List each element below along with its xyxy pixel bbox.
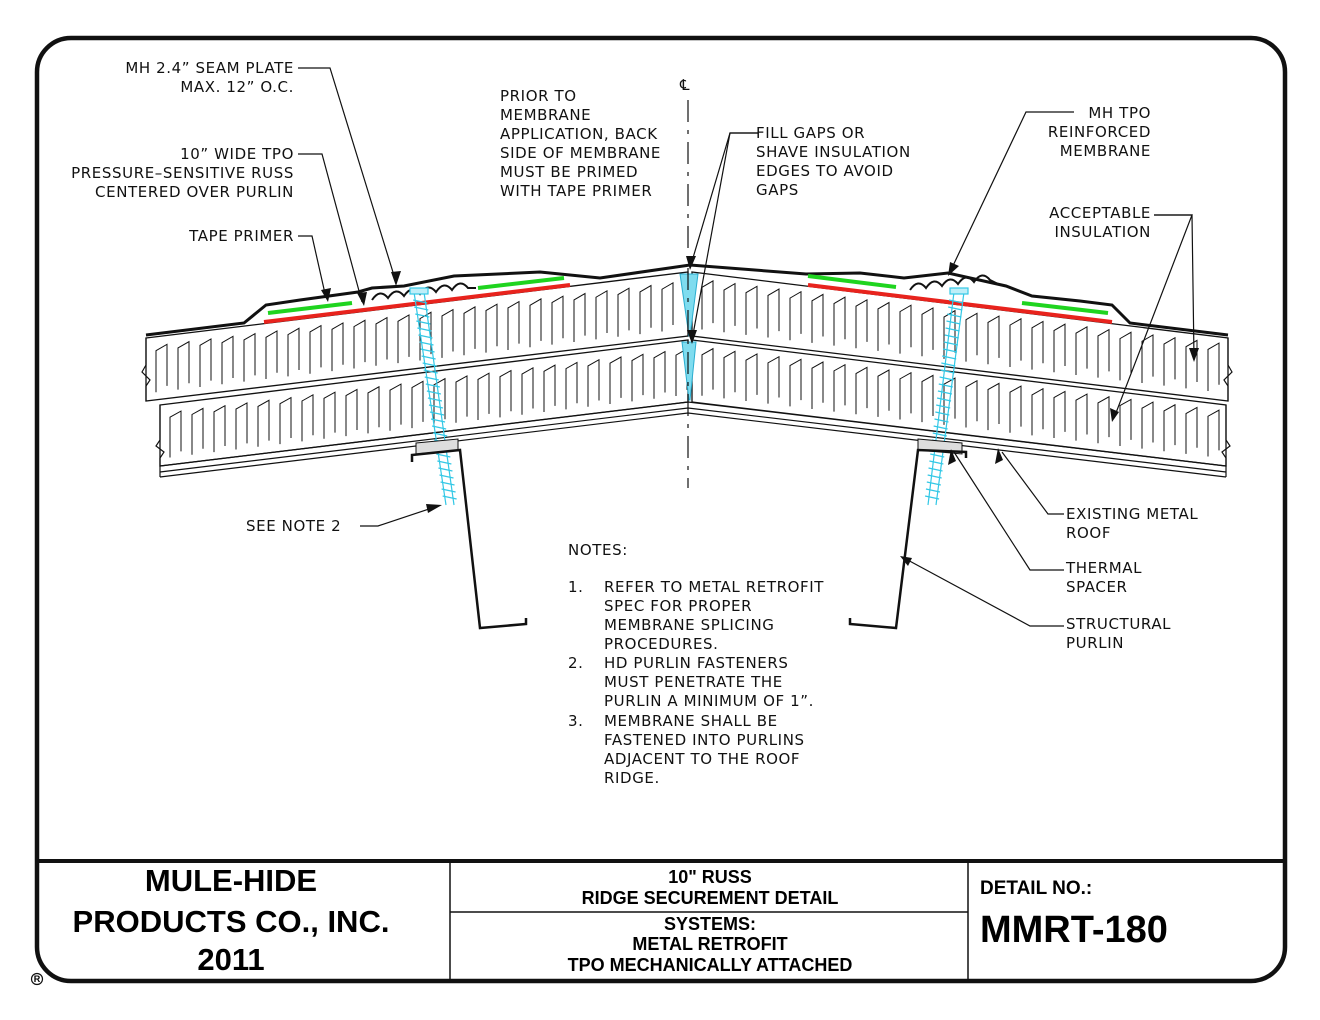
russ-label-3: CENTERED OVER PURLIN: [95, 183, 294, 201]
see-note-label: SEE NOTE 2: [246, 517, 341, 535]
roof-assembly: [141, 100, 1233, 630]
prior-note-1: PRIOR TO: [500, 87, 577, 105]
tape-primer-left-1: [267, 301, 353, 315]
metal-roof-label-2: ROOF: [1066, 524, 1111, 542]
company-name-line-1: MULE-HIDE: [145, 863, 317, 898]
fastener-right: [924, 287, 969, 506]
note-1-number: 1.: [568, 578, 584, 596]
russ-tape-right: [807, 283, 1113, 324]
detail-number: MMRT-180: [980, 909, 1168, 951]
existing-metal-roof: [159, 401, 1227, 478]
note-1-line-1: REFER TO METAL RETROFIT: [604, 578, 824, 596]
systems-line-2: METAL RETROFIT: [632, 934, 787, 954]
detail-title-line-2: RIDGE SECUREMENT DETAIL: [582, 888, 839, 908]
gap-fill-lower: [681, 341, 697, 401]
fill-gaps-label-3: EDGES TO AVOID: [756, 162, 894, 180]
prior-note-6: WITH TAPE PRIMER: [500, 182, 652, 200]
tape-primer-right-1: [807, 274, 897, 289]
note-2-number: 2.: [568, 654, 584, 672]
company-name-line-2: PRODUCTS CO., INC.: [73, 904, 390, 939]
registered-mark-letter: R: [34, 974, 41, 984]
insulation-label-1: ACCEPTABLE: [1049, 204, 1151, 222]
purlin-label-1: STRUCTURAL: [1066, 615, 1171, 633]
systems-line-3: TPO MECHANICALLY ATTACHED: [568, 955, 853, 975]
purlin-label-2: PURLIN: [1066, 634, 1124, 652]
thermal-spacer-label-2: SPACER: [1066, 578, 1128, 596]
title-block: MULE-HIDE PRODUCTS CO., INC. 2011 R 10" …: [30, 859, 1285, 986]
insulation-hatch: [155, 280, 1220, 458]
fill-gaps-label-1: FILL GAPS OR: [756, 124, 865, 142]
detail-title-line-1: 10" RUSS: [668, 867, 752, 887]
tape-primer-label: TAPE PRIMER: [188, 227, 294, 245]
systems-label: SYSTEMS:: [664, 914, 756, 934]
mh-tpo-label-3: MEMBRANE: [1060, 142, 1151, 160]
break-lines: [141, 338, 1233, 477]
mh-tpo-label-1: MH TPO: [1088, 104, 1151, 122]
note-1-line-4: PROCEDURES.: [604, 635, 719, 653]
purlin-left: [410, 448, 528, 630]
centerline-symbol: ℄: [679, 76, 690, 94]
prior-note-4: SIDE OF MEMBRANE: [500, 144, 661, 162]
notes-heading: NOTES:: [568, 541, 628, 559]
seam-plate-spacing-label: MAX. 12” O.C.: [180, 78, 294, 96]
company-year: 2011: [197, 942, 264, 977]
note-1-line-2: SPEC FOR PROPER: [604, 597, 752, 615]
note-3-line-2: FASTENED INTO PURLINS: [604, 731, 805, 749]
note-2-line-1: HD PURLIN FASTENERS: [604, 654, 789, 672]
tape-primer-left-2: [477, 276, 565, 290]
notes-block: NOTES: 1. REFER TO METAL RETROFIT SPEC F…: [568, 541, 824, 787]
fill-gaps-label-4: GAPS: [756, 181, 799, 199]
note-2-line-2: MUST PENETRATE THE: [604, 673, 783, 691]
russ-tape-left: [263, 283, 571, 324]
prior-note-5: MUST BE PRIMED: [500, 163, 638, 181]
russ-label-1: 10” WIDE TPO: [180, 145, 294, 163]
note-1-line-3: MEMBRANE SPLICING: [604, 616, 774, 634]
prior-note-3: APPLICATION, BACK: [500, 125, 658, 143]
note-3-line-4: RIDGE.: [604, 769, 660, 787]
detail-number-label: DETAIL NO.:: [980, 878, 1092, 899]
leader-arrowheads: [321, 256, 1199, 566]
tape-primer-right-2: [1021, 301, 1109, 315]
russ-label-2: PRESSURE–SENSITIVE RUSS: [71, 164, 294, 182]
metal-roof-label-1: EXISTING METAL: [1066, 505, 1198, 523]
seam-plate-label: MH 2.4” SEAM PLATE: [125, 59, 294, 77]
seam-plate-right: [909, 274, 999, 291]
prior-note-2: MEMBRANE: [500, 106, 591, 124]
mh-tpo-label-2: REINFORCED: [1048, 123, 1151, 141]
registered-mark: [30, 972, 44, 986]
gap-fill: [679, 273, 699, 337]
sheet-border: [34, 35, 1288, 984]
purlin-right: [848, 448, 968, 630]
note-3-line-1: MEMBRANE SHALL BE: [604, 712, 778, 730]
leader-lines: [298, 67, 1195, 627]
fill-gaps-label-2: SHAVE INSULATION: [756, 143, 911, 161]
thermal-spacer-label-1: THERMAL: [1065, 559, 1142, 577]
note-2-line-3: PURLIN A MINIMUM OF 1”.: [604, 692, 814, 710]
insulation-label-2: INSULATION: [1054, 223, 1151, 241]
note-3-line-3: ADJACENT TO THE ROOF: [604, 750, 800, 768]
fastener-left: [409, 287, 457, 506]
note-3-number: 3.: [568, 712, 584, 730]
callout-labels: MH 2.4” SEAM PLATE MAX. 12” O.C. 10” WID…: [71, 59, 1198, 652]
